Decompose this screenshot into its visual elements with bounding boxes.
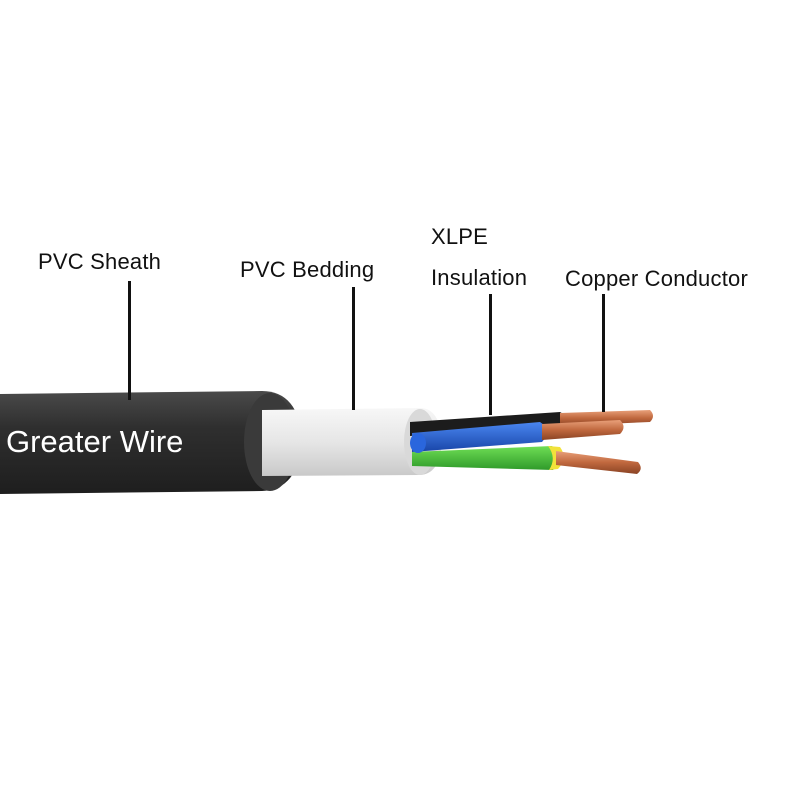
copper-conductor-green-core xyxy=(556,451,641,474)
label-xlpe: XLPE xyxy=(431,224,489,249)
copper-conductor-blue-core xyxy=(542,420,624,440)
pvc-sheath xyxy=(0,391,303,494)
leader-line-xlpe-insulation xyxy=(489,294,492,415)
label-insulation: Insulation xyxy=(431,265,528,290)
leader-line-pvc-sheath xyxy=(128,281,131,400)
leader-line-pvc-bedding xyxy=(352,287,355,410)
label-pvc-sheath: PVC Sheath xyxy=(38,249,162,274)
label-pvc-bedding: PVC Bedding xyxy=(240,257,375,282)
brand-text: Greater Wire xyxy=(6,424,183,459)
core-blue-insulation xyxy=(412,422,548,452)
pvc-bedding xyxy=(262,408,442,476)
leader-line-copper-conductor xyxy=(602,294,605,412)
core-green-yellow-insulation xyxy=(412,446,560,470)
core-blue-end xyxy=(410,433,426,453)
label-copper-conductor: Copper Conductor xyxy=(565,266,748,291)
